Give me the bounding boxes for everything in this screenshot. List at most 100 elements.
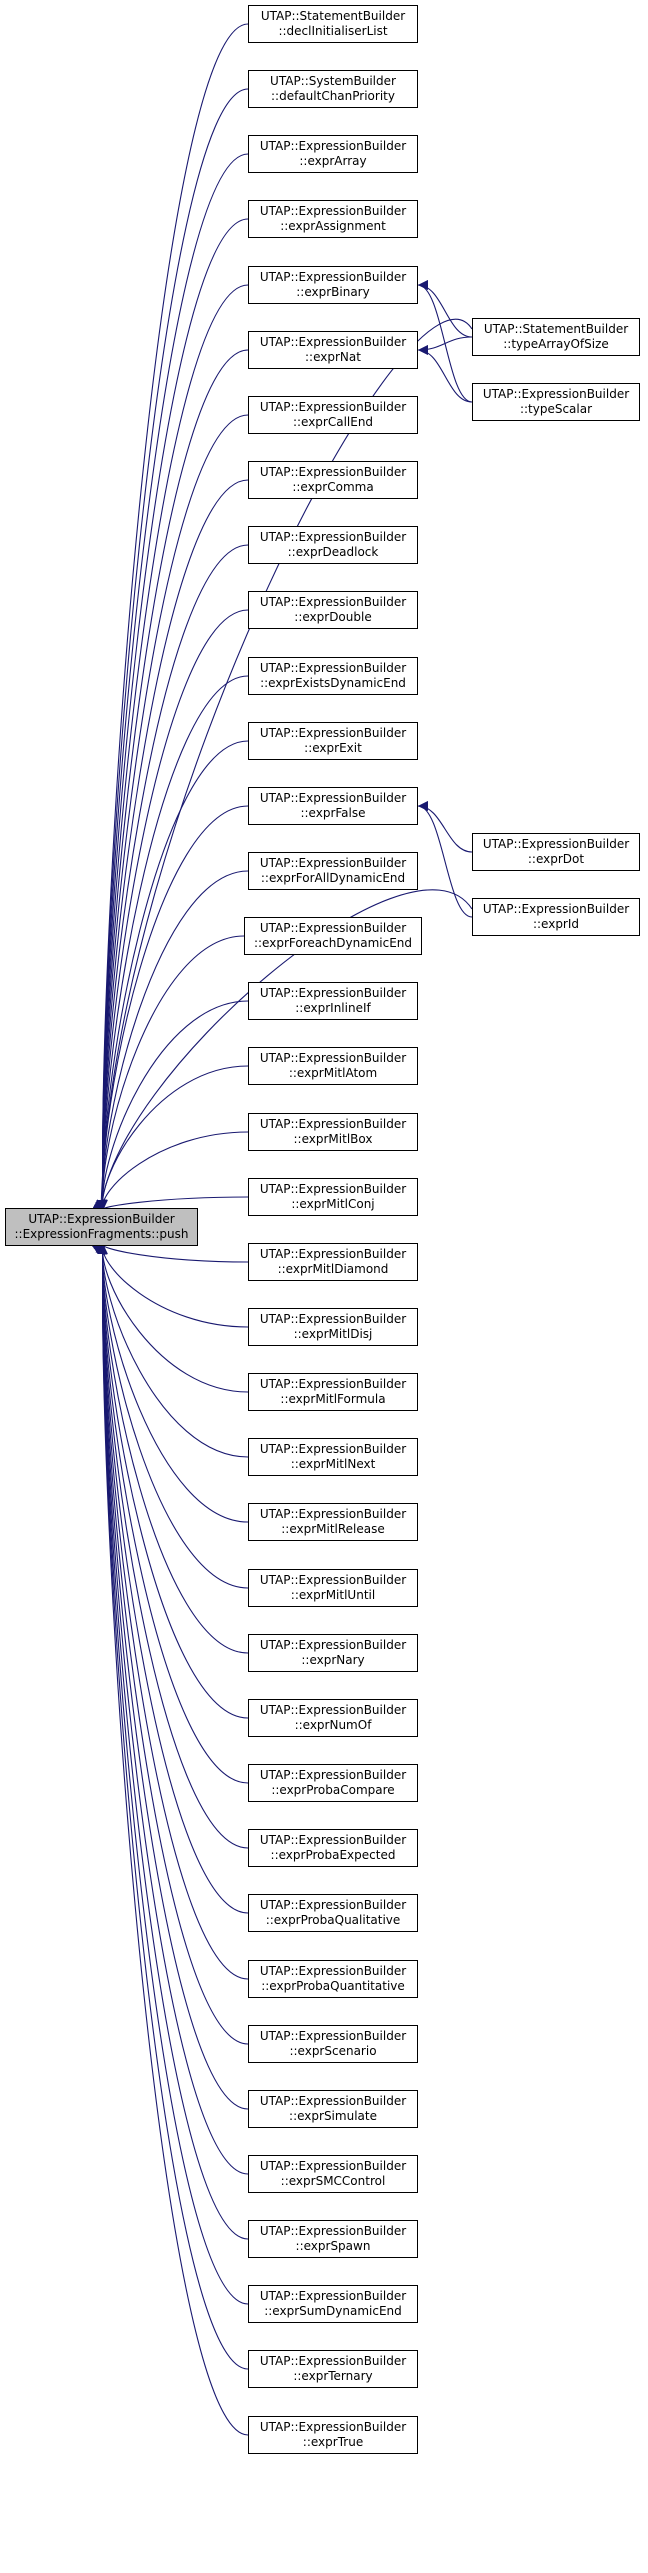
edge-r2-to-n12: [417, 801, 473, 853]
edge-n26-to-root: [97, 1243, 249, 1719]
edge-n17-to-root: [95, 1131, 249, 1211]
node-class-label: UTAP::ExpressionBuilder: [259, 856, 407, 870]
edge-n37-to-root: [97, 1243, 249, 2436]
edge-n15-to-root: [96, 1000, 249, 1211]
node-typearrayofsize[interactable]: UTAP::StatementBuilder::typeArrayOfSize: [472, 318, 640, 356]
node-method-label: ::exprTrue: [302, 2435, 364, 2449]
node-method-label: ::exprArray: [299, 154, 367, 168]
node-class-label: UTAP::ExpressionBuilder: [259, 595, 407, 609]
node-class-label: UTAP::ExpressionBuilder: [259, 726, 407, 740]
node-class-label: UTAP::ExpressionBuilder: [259, 1964, 407, 1978]
node-method-label: ::declInitialiserList: [278, 24, 388, 38]
node-class-label: UTAP::ExpressionBuilder: [259, 1051, 407, 1065]
edge-n7-to-root: [97, 479, 249, 1211]
node-class-label: UTAP::ExpressionBuilder: [259, 986, 407, 1000]
node-method-label: ::exprBinary: [296, 285, 370, 299]
node-exprmitlatom[interactable]: UTAP::ExpressionBuilder::exprMitlAtom: [248, 1047, 418, 1085]
node-exprprobaexpected[interactable]: UTAP::ExpressionBuilder::exprProbaExpect…: [248, 1829, 418, 1867]
node-exprspawn[interactable]: UTAP::ExpressionBuilder::exprSpawn: [248, 2220, 418, 2258]
node-exprcomma[interactable]: UTAP::ExpressionBuilder::exprComma: [248, 461, 418, 499]
node-class-label: UTAP::ExpressionBuilder: [259, 1898, 407, 1912]
node-exprmitluntil[interactable]: UTAP::ExpressionBuilder::exprMitlUntil: [248, 1569, 418, 1607]
node-exprmitldisj[interactable]: UTAP::ExpressionBuilder::exprMitlDisj: [248, 1308, 418, 1346]
edge-n16-to-root: [96, 1065, 249, 1211]
node-exprdot[interactable]: UTAP::ExpressionBuilder::exprDot: [472, 833, 640, 871]
edge-n12-to-root: [97, 805, 249, 1211]
node-exprarray[interactable]: UTAP::ExpressionBuilder::exprArray: [248, 135, 418, 173]
node-class-label: UTAP::ExpressionBuilder: [259, 921, 407, 935]
node-method-label: ::exprMitlConj: [291, 1197, 375, 1211]
node-class-label: UTAP::ExpressionBuilder: [259, 2354, 407, 2368]
node-class-label: UTAP::ExpressionBuilder: [259, 2289, 407, 2303]
edge-n5-to-root: [97, 349, 249, 1211]
node-exprcallend[interactable]: UTAP::ExpressionBuilder::exprCallEnd: [248, 396, 418, 434]
node-declinitialiserlist[interactable]: UTAP::StatementBuilder::declInitialiserL…: [248, 5, 418, 43]
node-class-label: UTAP::ExpressionBuilder: [259, 1377, 407, 1391]
node-exprdouble[interactable]: UTAP::ExpressionBuilder::exprDouble: [248, 591, 418, 629]
node-exprinlineif[interactable]: UTAP::ExpressionBuilder::exprInlineIf: [248, 982, 418, 1020]
node-exprsimulate[interactable]: UTAP::ExpressionBuilder::exprSimulate: [248, 2090, 418, 2128]
edge-n1-to-root: [97, 88, 249, 1211]
node-exprternary[interactable]: UTAP::ExpressionBuilder::exprTernary: [248, 2350, 418, 2388]
node-class-label: UTAP::SystemBuilder: [270, 74, 396, 88]
node-exprnumof[interactable]: UTAP::ExpressionBuilder::exprNumOf: [248, 1699, 418, 1737]
node-class-label: UTAP::ExpressionBuilder: [259, 1117, 407, 1131]
node-class-label: UTAP::ExpressionBuilder: [259, 791, 407, 805]
node-exprnat[interactable]: UTAP::ExpressionBuilder::exprNat: [248, 331, 418, 369]
node-exprmitldiamond[interactable]: UTAP::ExpressionBuilder::exprMitlDiamond: [248, 1243, 418, 1281]
node-exprscenario[interactable]: UTAP::ExpressionBuilder::exprScenario: [248, 2025, 418, 2063]
node-exprtrue[interactable]: UTAP::ExpressionBuilder::exprTrue: [248, 2416, 418, 2454]
edge-n36-to-root: [97, 1243, 249, 2370]
node-class-label: UTAP::ExpressionBuilder: [259, 2094, 407, 2108]
node-exprsumdynamicend[interactable]: UTAP::ExpressionBuilder::exprSumDynamicE…: [248, 2285, 418, 2323]
node-method-label: ::exprForeachDynamicEnd: [253, 936, 413, 950]
node-method-label: ::exprScenario: [289, 2044, 377, 2058]
node-exprfalse[interactable]: UTAP::ExpressionBuilder::exprFalse: [248, 787, 418, 825]
node-exprprobaquantitative[interactable]: UTAP::ExpressionBuilder::exprProbaQuanti…: [248, 1960, 418, 1998]
node-exprexistsdynamicend[interactable]: UTAP::ExpressionBuilder::exprExistsDynam…: [248, 657, 418, 695]
node-exprid[interactable]: UTAP::ExpressionBuilder::exprId: [472, 898, 640, 936]
node-method-label: ::exprMitlBox: [293, 1132, 373, 1146]
node-typescalar[interactable]: UTAP::ExpressionBuilder::typeScalar: [472, 383, 640, 421]
node-exprforeachdynamicend[interactable]: UTAP::ExpressionBuilder::exprForeachDyna…: [244, 917, 422, 955]
node-defaultchanpriority[interactable]: UTAP::SystemBuilder::defaultChanPriority: [248, 70, 418, 108]
node-method-label: ::exprDot: [527, 852, 585, 866]
node-method-label: ::typeArrayOfSize: [503, 337, 609, 351]
edge-n27-to-root: [97, 1243, 249, 1784]
edge-n32-to-root: [97, 1243, 249, 2110]
node-class-label: UTAP::ExpressionBuilder: [482, 387, 630, 401]
node-exprmitlnext[interactable]: UTAP::ExpressionBuilder::exprMitlNext: [248, 1438, 418, 1476]
node-exprassignment[interactable]: UTAP::ExpressionBuilder::exprAssignment: [248, 200, 418, 238]
node-method-label: ::exprForAllDynamicEnd: [260, 871, 406, 885]
node-exprsmccontrol[interactable]: UTAP::ExpressionBuilder::exprSMCControl: [248, 2155, 418, 2193]
node-class-label: UTAP::ExpressionBuilder: [259, 1182, 407, 1196]
node-class-label: UTAP::ExpressionBuilder: [259, 1312, 407, 1326]
edge-n29-to-root: [97, 1243, 249, 1914]
node-method-label: ::exprMitlDiamond: [277, 1262, 389, 1276]
node-exprforalldynamicend[interactable]: UTAP::ExpressionBuilder::exprForAllDynam…: [248, 852, 418, 890]
node-exprmitlconj[interactable]: UTAP::ExpressionBuilder::exprMitlConj: [248, 1178, 418, 1216]
edge-n24-to-root: [97, 1243, 249, 1589]
node-class-label: UTAP::ExpressionBuilder: [259, 1573, 407, 1587]
node-exprprobacompare[interactable]: UTAP::ExpressionBuilder::exprProbaCompar…: [248, 1764, 418, 1802]
node-exprmitlrelease[interactable]: UTAP::ExpressionBuilder::exprMitlRelease: [248, 1503, 418, 1541]
edge-n14-to-root: [97, 935, 245, 1211]
node-exprbinary[interactable]: UTAP::ExpressionBuilder::exprBinary: [248, 266, 418, 304]
node-method-label: ::ExpressionFragments::push: [14, 1227, 189, 1241]
node-method-label: ::exprMitlNext: [290, 1457, 376, 1471]
node-class-label: UTAP::ExpressionBuilder: [259, 1833, 407, 1847]
edge-n20-to-root: [95, 1243, 249, 1328]
node-exprmitlbox[interactable]: UTAP::ExpressionBuilder::exprMitlBox: [248, 1113, 418, 1151]
node-exprdeadlock[interactable]: UTAP::ExpressionBuilder::exprDeadlock: [248, 526, 418, 564]
node-method-label: ::exprComma: [292, 480, 374, 494]
node-method-label: ::exprCallEnd: [292, 415, 374, 429]
node-exprexit[interactable]: UTAP::ExpressionBuilder::exprExit: [248, 722, 418, 760]
node-exprprobaqualitative[interactable]: UTAP::ExpressionBuilder::exprProbaQualit…: [248, 1894, 418, 1932]
node-exprmitlformula[interactable]: UTAP::ExpressionBuilder::exprMitlFormula: [248, 1373, 418, 1411]
node-class-label: UTAP::StatementBuilder: [483, 322, 629, 336]
edge-n19-to-root: [92, 1243, 249, 1263]
node-exprnary[interactable]: UTAP::ExpressionBuilder::exprNary: [248, 1634, 418, 1672]
node-class-label: UTAP::ExpressionBuilder: [259, 1768, 407, 1782]
edge-n23-to-root: [97, 1243, 249, 1523]
node-method-label: ::exprSMCControl: [280, 2174, 386, 2188]
